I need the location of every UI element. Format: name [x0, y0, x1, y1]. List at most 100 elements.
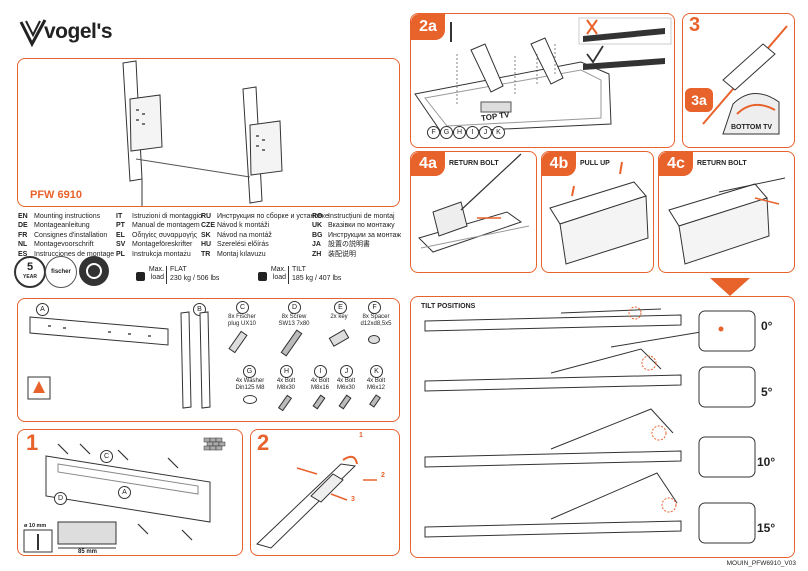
part-label-h: H [280, 365, 293, 378]
step-4a-panel: 4a RETURN BOLT [410, 151, 537, 273]
step-4b-panel: 4b PULL UP [541, 151, 654, 273]
drill-depth: 85 mm [78, 549, 98, 555]
step-2a-panel: 2a TOP TV F G H I J K [410, 13, 675, 148]
part-label-d: D [288, 301, 301, 314]
step-1-label-a: A [118, 486, 131, 499]
washer-icon [243, 395, 257, 404]
step-2-number: 2 [257, 430, 270, 455]
document-code: MOUIN_PFW6910_V03 [726, 560, 796, 567]
wall-rail-illustration [27, 311, 211, 409]
step-4b-illustration [549, 161, 649, 265]
part-e-desc: 2x key [330, 314, 348, 320]
part-label-f: F [368, 301, 381, 314]
step-2-panel: 2 1 2 3 [250, 429, 400, 556]
step-1-label-c: C [100, 450, 113, 463]
brand-logo: vogel's [18, 18, 128, 48]
step-2a-letter-h: H [453, 126, 466, 139]
step-4a-tab: 4a [411, 152, 445, 176]
step-2-callout-1: 1 [359, 432, 363, 439]
step-4a-caption: RETURN BOLT [449, 160, 499, 167]
part-label-e: E [334, 301, 347, 314]
step-4c-panel: 4c RETURN BOLT [658, 151, 795, 273]
part-label-k: K [370, 365, 383, 378]
part-label-i: I [314, 365, 327, 378]
logo-mark-icon [19, 19, 47, 48]
arrow-down-icon [710, 278, 750, 296]
weight-icon [258, 272, 267, 281]
step-2-callout-3: 3 [351, 496, 355, 503]
step-2-callout-2: 2 [381, 472, 385, 479]
weight-icon [136, 272, 145, 281]
tilt-positions-illustration [424, 306, 756, 544]
step-3a-tab: 3a [685, 88, 713, 112]
step-1-number: 1 [26, 430, 39, 455]
step-4c-illustration [668, 173, 786, 265]
step-2a-letter-i: I [466, 126, 479, 139]
tilt-positions-panel: TILT POSITIONS 0° 5° 10° [410, 296, 795, 558]
warranty-badge: 5 YEAR [14, 256, 46, 288]
step-2-illustration [256, 455, 377, 549]
product-model: PFW 6910 [30, 189, 82, 201]
step-2a-letter-g: G [440, 126, 453, 139]
part-label-c: C [236, 301, 249, 314]
certification-icon [79, 256, 109, 286]
tilt-angle-5: 5° [761, 385, 773, 399]
drill-diameter: ø 10 mm [24, 523, 47, 529]
step-2a-letter-j: J [479, 126, 492, 139]
step-1-panel: 1 C A D ø 10 mm 85 mm [17, 429, 243, 556]
product-illustration [122, 60, 283, 206]
product-panel: PFW 6910 [17, 58, 400, 207]
step-4b-tab: 4b [542, 152, 576, 176]
flat-load: Max.load FLAT 230 kg / 506 lbs [136, 266, 256, 290]
fischer-badge: fischer [45, 256, 77, 288]
tilt-angle-0: 0° [761, 319, 773, 333]
tilt-angle-15: 15° [757, 521, 776, 535]
tilt-angle-10: 10° [757, 455, 776, 469]
step-4c-tab: 4c [659, 152, 693, 176]
part-label-j: J [340, 365, 353, 378]
part-label-g: G [243, 365, 256, 378]
step-3-illustration [702, 25, 788, 135]
step-4a-illustration [418, 153, 530, 253]
step-2a-letter-f: F [427, 126, 440, 139]
step-4c-caption: RETURN BOLT [697, 160, 747, 167]
step-4b-caption: PULL UP [580, 160, 610, 167]
step-3-number: 3 [689, 14, 701, 36]
step-3a-caption: BOTTOM TV [731, 124, 773, 131]
step-2a-letter-k: K [492, 126, 505, 139]
part-label-a: A [36, 303, 49, 316]
step-2a-tab: 2a [411, 14, 445, 40]
tilt-positions-title: TILT POSITIONS [421, 303, 476, 310]
